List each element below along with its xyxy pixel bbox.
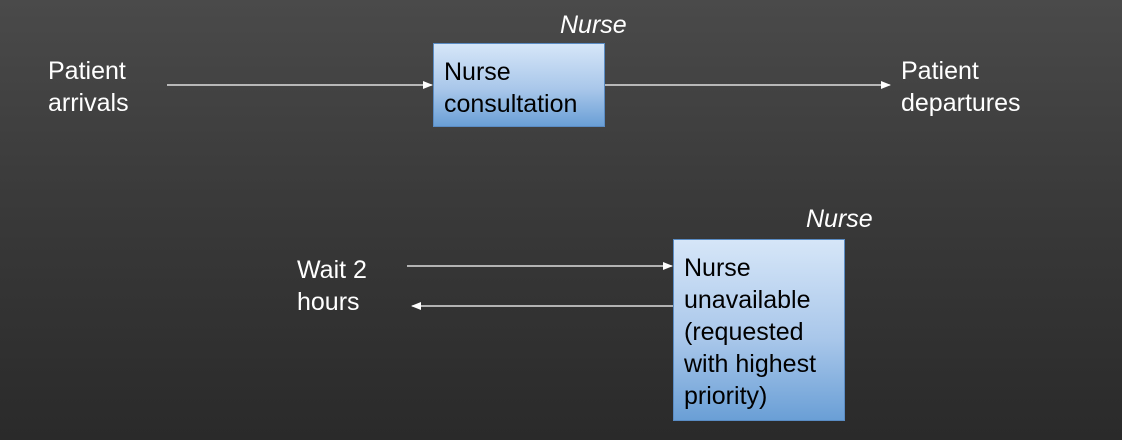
wait-line2: hours bbox=[297, 288, 360, 316]
nurse-unavailable-line3: (requested bbox=[684, 318, 804, 346]
patient-arrivals-label: Patient arrivals bbox=[48, 55, 129, 119]
nurse-unavailable-line5: priority) bbox=[684, 382, 768, 410]
nurse-unavailable-line4: with highest bbox=[684, 350, 817, 378]
patient-departures-line1: Patient bbox=[901, 57, 979, 85]
nurse-resource-label-bottom: Nurse bbox=[806, 205, 873, 233]
patient-arrivals-line1: Patient bbox=[48, 57, 126, 85]
nurse-consultation-line1: Nurse bbox=[444, 58, 511, 86]
nurse-unavailable-box: Nurse unavailable (requested with highes… bbox=[673, 239, 845, 421]
nurse-resource-label-top: Nurse bbox=[560, 11, 627, 39]
patient-departures-label: Patient departures bbox=[901, 55, 1021, 119]
patient-arrivals-line2: arrivals bbox=[48, 89, 129, 117]
patient-departures-line2: departures bbox=[901, 89, 1021, 117]
nurse-unavailable-line1: Nurse bbox=[684, 254, 751, 282]
nurse-unavailable-line2: unavailable bbox=[684, 286, 811, 314]
wait-label: Wait 2 hours bbox=[297, 254, 367, 318]
nurse-consultation-box: Nurse consultation bbox=[433, 43, 605, 127]
nurse-consultation-line2: consultation bbox=[444, 90, 578, 118]
wait-line1: Wait 2 bbox=[297, 256, 367, 284]
